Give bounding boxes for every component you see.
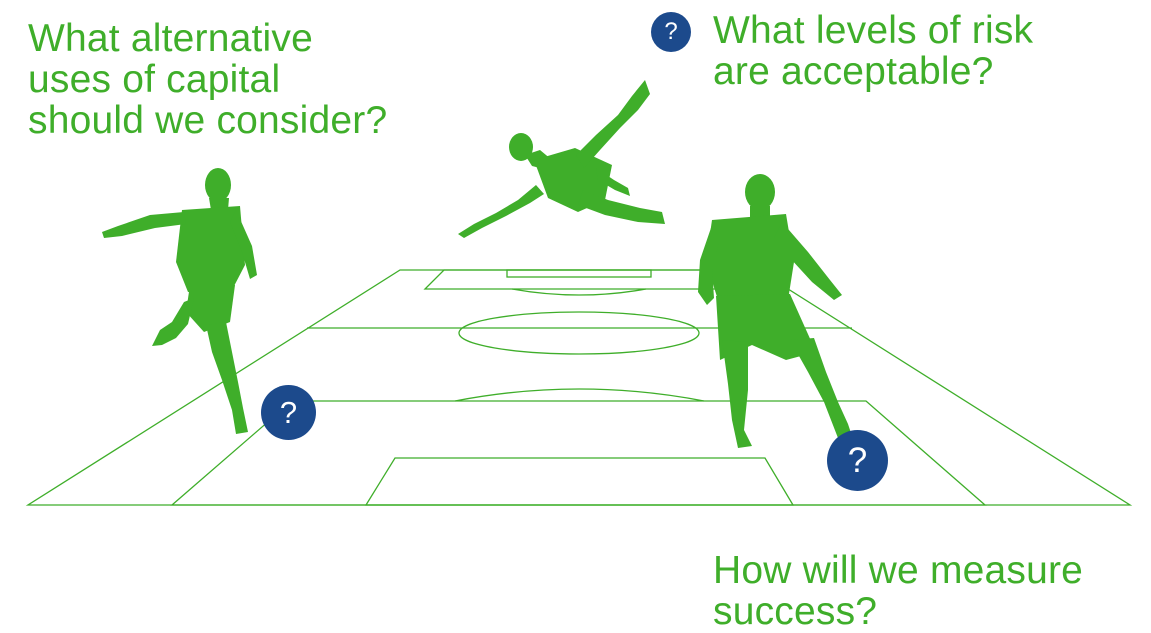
near-goal-box [364, 457, 795, 506]
question-capital-line-3: should we consider? [28, 99, 388, 142]
near-penalty-arc [454, 388, 705, 402]
question-success-line-2: success? [713, 590, 878, 633]
question-capital-line-1: What alternative [28, 17, 313, 60]
football-pitch [25, 269, 1133, 506]
question-success-line-1: How will we measure [713, 549, 1084, 592]
question-risk-line-2: are acceptable? [713, 50, 994, 93]
player-right-silhouette [698, 174, 852, 448]
question-risk-line-1: What levels of risk [713, 9, 1034, 52]
question-capital-text: What alternative uses of capital should … [28, 18, 387, 141]
question-mark-icon-top: ? [651, 12, 691, 52]
player-center-silhouette [458, 80, 665, 238]
far-goal-box [506, 269, 652, 278]
question-success-text: How will we measure success? [713, 550, 1083, 632]
far-penalty-box [423, 269, 734, 290]
question-mark-icon-right: ? [827, 430, 888, 491]
question-risk-text: What levels of risk are acceptable? [713, 10, 1033, 92]
question-mark-icon-left: ? [261, 385, 316, 440]
center-circle [458, 311, 700, 355]
far-penalty-arc [511, 288, 647, 296]
player-left-silhouette [102, 168, 257, 434]
question-capital-line-2: uses of capital [28, 58, 281, 101]
